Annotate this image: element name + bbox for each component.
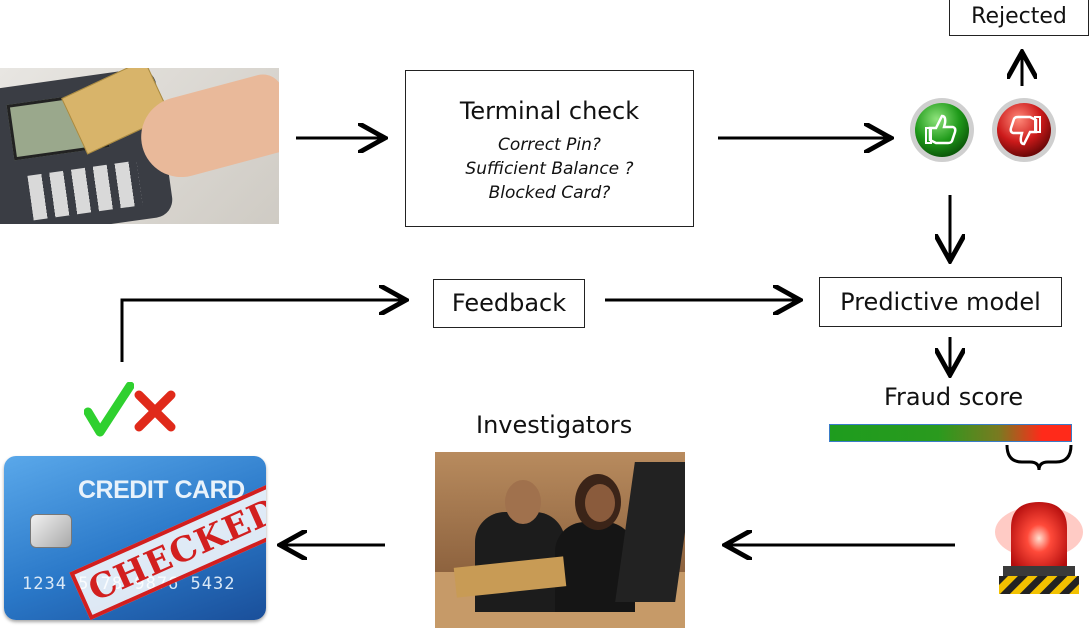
terminal-check-title: Terminal check bbox=[459, 97, 640, 125]
arrow-card-to-feedback bbox=[120, 300, 403, 362]
alarm-siren-icon bbox=[995, 502, 1083, 594]
fraud-score-bar bbox=[829, 424, 1072, 442]
fraud-score-label: Fraud score bbox=[884, 383, 1024, 411]
question-balance: Sufficient Balance ? bbox=[465, 159, 634, 179]
cross-mark-icon bbox=[134, 390, 176, 432]
check-mark-icon bbox=[84, 382, 134, 437]
feedback-label: Feedback bbox=[451, 289, 567, 317]
terminal-check-box: Terminal check Correct Pin? Sufficient B… bbox=[405, 70, 694, 227]
rejected-box: Rejected bbox=[949, 0, 1089, 36]
thumbs-down-icon bbox=[992, 98, 1056, 162]
score-brace bbox=[1005, 444, 1073, 471]
card-brand: CREDIT CARD bbox=[78, 476, 245, 504]
pos-terminal-image bbox=[0, 68, 279, 224]
thumbs-up-icon bbox=[910, 98, 974, 162]
credit-card-image: CREDIT CARD 1234 5678 9876 5432 CHECKED bbox=[4, 456, 266, 620]
feedback-box: Feedback bbox=[433, 279, 585, 328]
question-pin: Correct Pin? bbox=[498, 135, 601, 155]
investigators-label: Investigators bbox=[476, 411, 633, 439]
card-chip bbox=[30, 514, 72, 548]
predictive-model-label: Predictive model bbox=[840, 288, 1041, 316]
predictive-model-box: Predictive model bbox=[819, 277, 1062, 327]
question-blocked: Blocked Card? bbox=[488, 183, 611, 203]
investigators-image bbox=[435, 452, 685, 628]
rejected-label: Rejected bbox=[971, 4, 1067, 29]
